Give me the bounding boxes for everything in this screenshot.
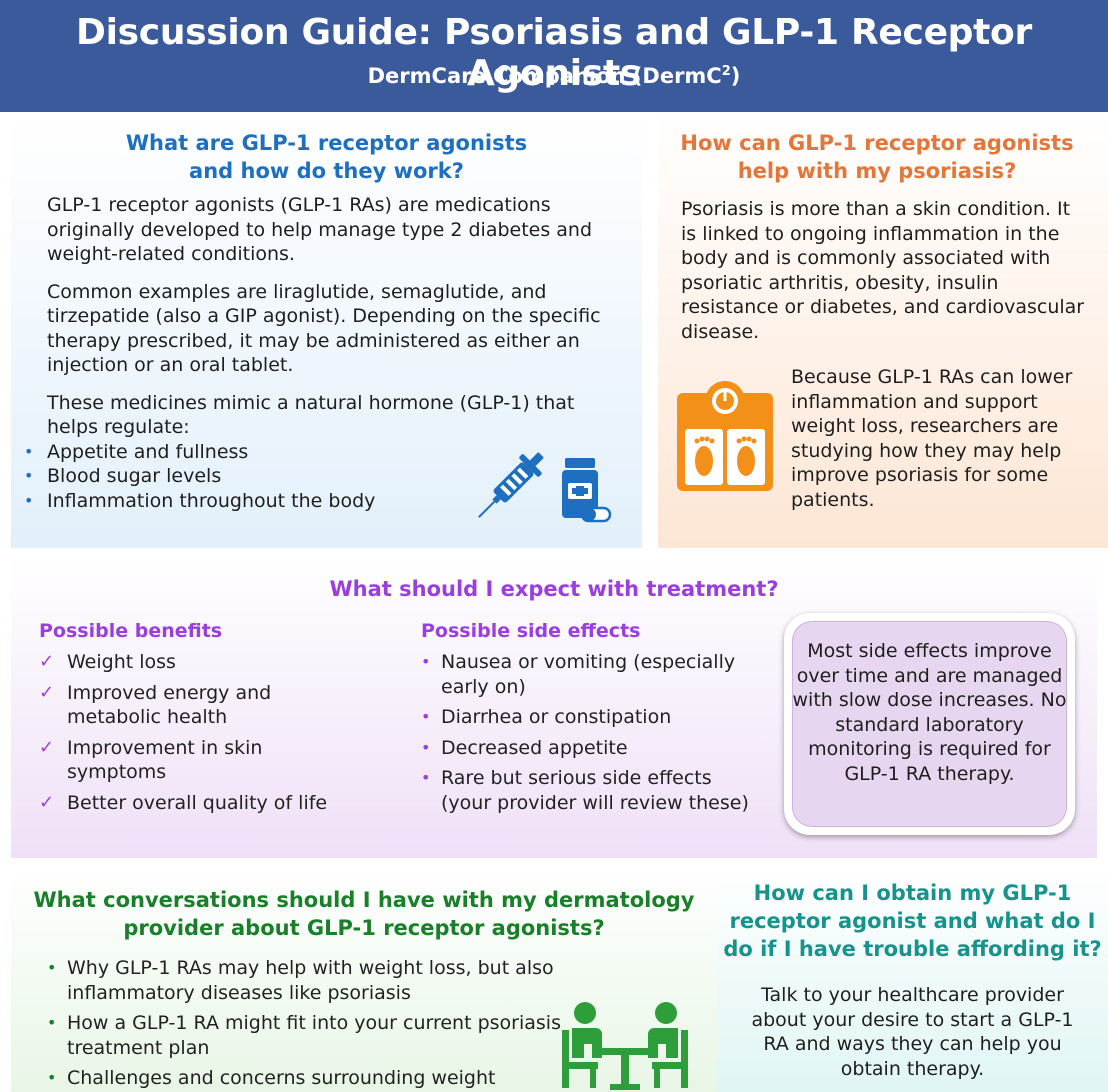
bullet-icon: •	[47, 1068, 57, 1087]
list-item: • How a GLP-1 RA might fit into your curr…	[41, 1011, 561, 1060]
list-item: • Blood sugar levels	[10, 464, 622, 489]
bullet-icon: •	[47, 958, 57, 977]
list-item-text: Improvement in skin symptoms	[67, 736, 263, 784]
list-item-text: Diarrhea or constipation	[441, 706, 672, 728]
list-item: • Why GLP-1 RAs may help with weight loss…	[41, 956, 561, 1005]
bullet-icon: •	[24, 441, 34, 461]
list-item-text: Inflammation throughout the body	[47, 489, 376, 512]
section1-body: GLP-1 receptor agonists (GLP-1 RAs) are …	[24, 193, 622, 513]
section5-title-line2: receptor agonist and what do I	[729, 909, 1096, 933]
section5-title-line1: How can I obtain my GLP-1	[753, 881, 1072, 905]
side-effects-heading: Possible side effects	[421, 620, 641, 642]
bullet-icon: •	[421, 652, 431, 671]
list-item: • Challenges and concerns surrounding wei…	[41, 1066, 561, 1091]
section1-title: What are GLP-1 receptor agonists and how…	[11, 129, 642, 185]
bullet-icon: •	[421, 768, 431, 787]
section1-para2: Common examples are liraglutide, semaglu…	[47, 280, 601, 377]
subtitle-text: DermCare Companion (DermC	[367, 64, 722, 88]
list-item: • Nausea or vomiting (especially early on…	[421, 650, 761, 699]
list-item: • Decreased appetite	[421, 736, 761, 761]
section1-para1: GLP-1 receptor agonists (GLP-1 RAs) are …	[47, 194, 593, 265]
benefits-heading: Possible benefits	[39, 620, 223, 642]
section4-title-line2: provider about GLP-1 receptor agonists?	[123, 916, 605, 940]
pill-bottle-icon	[562, 458, 612, 523]
subtitle-superscript: 2	[721, 64, 731, 79]
side-effects-callout: Most side effects improve over time and …	[784, 613, 1075, 835]
list-item: ✓ Improved energy and metabolic health	[39, 681, 339, 730]
list-item: • Appetite and fullness	[10, 440, 622, 465]
list-item-text: Weight loss	[67, 651, 176, 673]
header-banner: Discussion Guide: Psoriasis and GLP-1 Re…	[0, 0, 1108, 112]
syringe-icon	[478, 452, 544, 518]
subtitle-close: )	[730, 64, 741, 88]
callout-text: Most side effects improve over time and …	[792, 640, 1067, 785]
section5-title: How can I obtain my GLP-1 receptor agoni…	[717, 879, 1108, 963]
weight-scale-icon	[677, 381, 773, 491]
section2-title: How can GLP-1 receptor agonists help wit…	[658, 129, 1096, 185]
list-item-text: Decreased appetite	[441, 736, 628, 759]
section2-para2: Because GLP-1 RAs can lower inflammation…	[791, 366, 1073, 511]
section3-title: What should I expect with treatment?	[329, 577, 779, 601]
checkmark-icon: ✓	[39, 681, 55, 703]
checkmark-icon: ✓	[39, 651, 55, 672]
list-item-text: Improved energy and metabolic health	[67, 681, 272, 729]
conversation-table-icon	[562, 1002, 688, 1090]
conversations-list: • Why GLP-1 RAs may help with weight loss…	[41, 956, 561, 1092]
section2-para1: Psoriasis is more than a skin condition.…	[681, 198, 1085, 343]
list-item-text: Why GLP-1 RAs may help with weight loss,…	[67, 957, 554, 1004]
section-obtain-therapy	[717, 866, 1108, 1092]
bullet-icon: •	[24, 490, 34, 510]
section5-para: Talk to your healthcare provider about y…	[751, 984, 1074, 1080]
list-item: • Rare but serious side effects (your pro…	[421, 766, 761, 815]
list-item: • Diarrhea or constipation	[421, 705, 761, 730]
bullet-icon: •	[47, 1013, 57, 1032]
benefits-list: ✓ Weight loss ✓ Improved energy and metabo…	[39, 650, 339, 821]
list-item: • Inflammation throughout the body	[10, 489, 622, 514]
list-item: ✓ Better overall quality of life	[39, 791, 339, 816]
side-effects-list: • Nausea or vomiting (especially early on…	[421, 650, 761, 821]
section1-bullet-list: • Appetite and fullness • Blood sugar leve…	[10, 440, 622, 514]
bullet-icon: •	[24, 466, 34, 485]
bullet-icon: •	[421, 707, 431, 726]
section2-title-line2: help with my psoriasis?	[737, 159, 1017, 183]
page-title: Discussion Guide: Psoriasis and GLP-1 Re…	[76, 12, 1032, 94]
list-item: ✓ Improvement in skin symptoms	[39, 736, 339, 785]
section4-title-line1: What conversations should I have with my…	[33, 888, 695, 912]
list-item-text: Better overall quality of life	[67, 791, 328, 814]
section2-title-line1: How can GLP-1 receptor agonists	[680, 131, 1074, 155]
list-item-text: How a GLP-1 RA might fit into your curre…	[67, 1012, 561, 1059]
checkmark-icon: ✓	[39, 736, 55, 758]
list-item-text: Nausea or vomiting (especially early on)	[441, 651, 736, 698]
callout-inner	[792, 621, 1067, 827]
section1-title-line1: What are GLP-1 receptor agonists	[125, 131, 528, 155]
list-item-text: Blood sugar levels	[47, 465, 222, 487]
list-item-text: Appetite and fullness	[47, 440, 249, 463]
bullet-icon: •	[421, 737, 431, 757]
section1-title-line2: and how do they work?	[189, 159, 464, 183]
section5-title-line3: do if I have trouble affording it?	[723, 937, 1102, 961]
list-item: ✓ Weight loss	[39, 650, 339, 675]
section4-title: What conversations should I have with my…	[11, 886, 717, 942]
list-item-text: Challenges and concerns surrounding weig…	[67, 1067, 496, 1089]
checkmark-icon: ✓	[39, 791, 55, 813]
section1-para3: These medicines mimic a natural hormone …	[47, 391, 575, 439]
page-subtitle: DermCare Companion (DermC2)	[0, 64, 1108, 88]
list-item-text: Rare but serious side effects (your prov…	[441, 767, 749, 814]
